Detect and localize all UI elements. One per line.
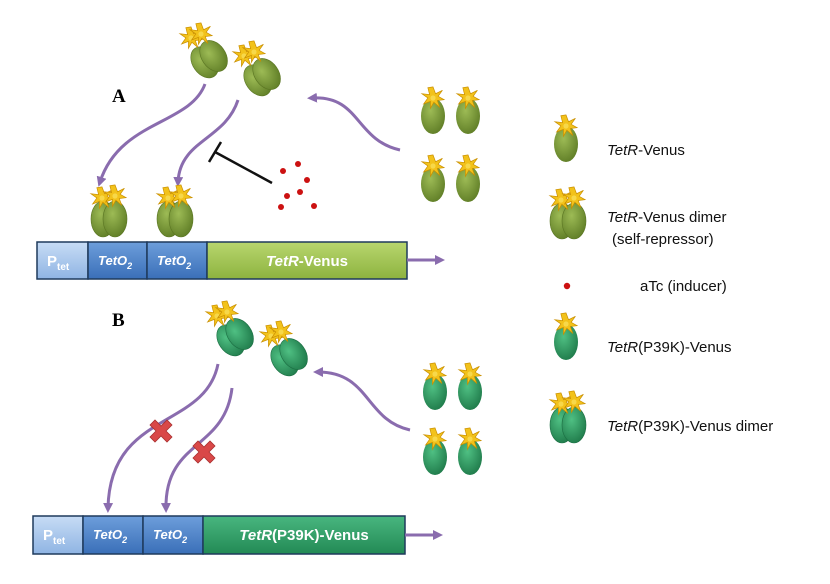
construct-b: Ptet TetO2 TetO2 TetR(P39K)-Venus — [32, 515, 443, 555]
legend-monomer-icon — [554, 115, 578, 162]
gene-segment — [206, 241, 408, 280]
teto-segment — [142, 515, 204, 555]
dimerization-arrow — [313, 367, 411, 432]
floating-dimer-icon — [260, 321, 313, 381]
legend-item-tetr-venus: TetR-Venus — [607, 142, 685, 159]
inhibition-line — [214, 150, 273, 185]
teto-segment — [82, 515, 144, 555]
legend-item-self-repressor: (self-repressor) — [612, 231, 714, 248]
panel-b-label: B — [112, 310, 125, 331]
ptet-label: Ptet — [47, 253, 70, 273]
legend: TetR-Venus TetR-Venus dimer (self-repres… — [550, 115, 773, 443]
ptet-segment — [32, 515, 84, 555]
legend-item-atc: aTc (inducer) — [640, 278, 727, 295]
binding-arrow — [96, 83, 207, 187]
bound-dimer-icon — [91, 185, 127, 237]
teto-label: TetO2 — [157, 253, 191, 271]
monomer-icon — [423, 363, 447, 410]
atc-inducer-dots — [278, 161, 317, 210]
floating-dimer-icon — [233, 41, 286, 101]
no-binding-cross-icon — [192, 440, 216, 464]
teto-segment — [146, 241, 208, 280]
dimerization-arrow — [307, 92, 401, 152]
monomer-icon — [458, 428, 482, 475]
legend-mutant-monomer-icon — [554, 313, 578, 360]
floating-dimer-icon — [206, 301, 259, 361]
teto-label: TetO2 — [93, 527, 127, 545]
binding-arrow — [173, 99, 240, 187]
legend-item-p39k-venus: TetR(P39K)-Venus — [607, 339, 732, 356]
monomer-icon — [456, 155, 480, 202]
legend-item-p39k-venus-dimer: TetR(P39K)-Venus dimer — [607, 418, 773, 435]
legend-item-tetr-venus-dimer: TetR-Venus dimer — [607, 209, 727, 226]
legend-mutant-dimer-icon — [550, 391, 586, 443]
gene-label: TetR-Venus — [266, 253, 348, 270]
monomer-icon — [421, 155, 445, 202]
gene-label: TetR(P39K)-Venus — [239, 527, 368, 544]
bound-dimer-icon — [157, 185, 193, 237]
ptet-segment — [36, 241, 89, 280]
monomer-icon — [423, 428, 447, 475]
legend-dimer-icon — [550, 187, 586, 239]
panel-a-label: A — [112, 86, 126, 107]
teto-label: TetO2 — [153, 527, 187, 545]
monomer-icon — [458, 363, 482, 410]
inhibition-bar — [207, 141, 223, 163]
monomer-icon — [421, 87, 445, 134]
legend-atc-dot — [563, 282, 571, 290]
monomer-icon — [456, 87, 480, 134]
teto-label: TetO2 — [98, 253, 132, 271]
construct-a: Ptet TetO2 TetO2 TetR-Venus — [36, 241, 445, 280]
ptet-label: Ptet — [43, 527, 66, 547]
floating-dimer-icon — [180, 23, 233, 83]
gene-segment — [202, 515, 406, 555]
